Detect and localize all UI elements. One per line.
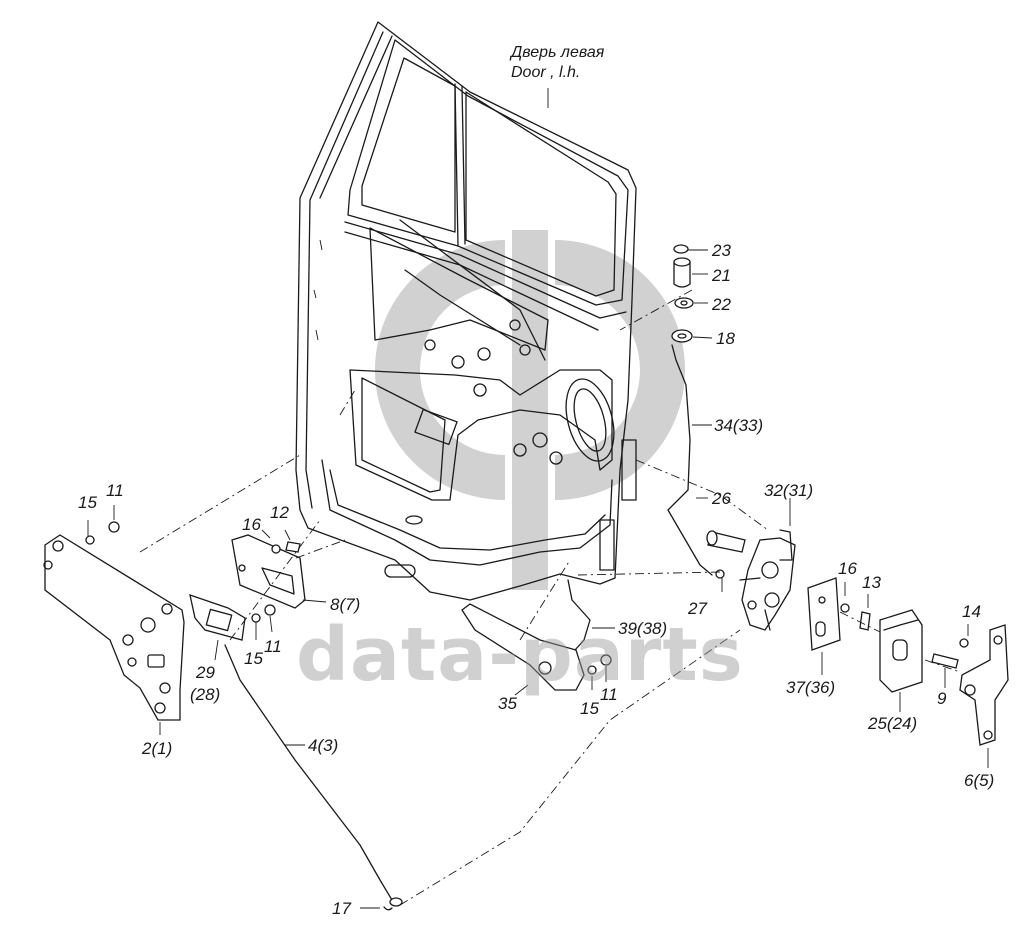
- washer-16: [840, 603, 850, 613]
- door-bottom-trim-2: [329, 469, 606, 551]
- lower-inner-panel: [349, 369, 613, 501]
- hole: [549, 451, 563, 465]
- hole: [424, 339, 436, 351]
- screw-11: [264, 604, 276, 616]
- screw-13: [859, 611, 871, 631]
- title-ru: Дверь левая: [511, 44, 605, 61]
- callout-9: 9: [937, 689, 947, 708]
- regulator-rail-2: [404, 269, 521, 346]
- callout-17: 17: [332, 899, 351, 918]
- rod-4: [224, 644, 393, 901]
- callout-18: 18: [716, 329, 735, 348]
- lower-slot: [384, 564, 416, 578]
- window-divider-2: [461, 85, 466, 245]
- callout-14: 14: [962, 602, 981, 621]
- callout-39: 39(38): [618, 619, 668, 638]
- reinforcement-panel: [43, 521, 185, 721]
- callout-23: 23: [712, 241, 731, 260]
- callout-2: 2(1): [142, 739, 173, 758]
- door-edge-line: [305, 31, 384, 509]
- upper-opening: [369, 227, 549, 351]
- callout-15-mid: 15: [244, 649, 263, 668]
- inside-lever: [189, 594, 276, 641]
- window-rail: [344, 221, 627, 319]
- washer-15: [85, 535, 95, 545]
- washer-15: [587, 665, 597, 675]
- assembly-lines: [139, 289, 961, 906]
- callout-26: 26: [712, 489, 731, 508]
- callout-11-mid: 11: [264, 637, 282, 656]
- watermark-logo: [374, 230, 686, 590]
- callout-4: 4(3): [308, 736, 339, 755]
- frame-marks: [313, 239, 323, 341]
- window-divider: [454, 83, 459, 247]
- washer-15: [251, 613, 261, 623]
- callout-8: 8(7): [330, 595, 361, 614]
- hinge-bracket: [959, 624, 1009, 746]
- hole: [532, 432, 548, 448]
- hole: [405, 515, 423, 525]
- callout-34: 34(33): [714, 416, 764, 435]
- oval-opening: [565, 378, 615, 462]
- door-lock-pocket: [414, 408, 458, 446]
- washer-14: [959, 638, 969, 648]
- bolt-9: [931, 653, 959, 669]
- regulator-bolt: [519, 344, 531, 356]
- clip-17: [383, 906, 393, 911]
- callout-11-left: 11: [106, 481, 124, 500]
- callout-25: 25(24): [868, 714, 918, 733]
- callout-11-right: 11: [600, 685, 618, 704]
- washer-16: [271, 544, 281, 554]
- callout-35: 35: [498, 694, 517, 713]
- rod-39: [567, 579, 591, 651]
- callout-16-right: 16: [838, 559, 857, 578]
- watermark-text: data-parts: [296, 612, 744, 698]
- callout-27: 27: [688, 599, 707, 618]
- callout-15-right: 15: [580, 699, 599, 718]
- callout-13: 13: [862, 573, 881, 592]
- window-frame-outer: [347, 39, 629, 306]
- regulator-bolt: [509, 319, 521, 331]
- oval-opening-inner: [573, 388, 607, 452]
- title-en: Door , l.h.: [511, 64, 581, 81]
- door-outline: [295, 21, 637, 601]
- outer-handle: [461, 603, 612, 691]
- nut-11: [108, 521, 120, 533]
- vent-glass: [361, 57, 456, 233]
- hinge-pin-lower: [599, 519, 615, 571]
- callout-28: (28): [190, 685, 221, 704]
- gasket-plate: [807, 577, 850, 651]
- hole: [477, 347, 491, 361]
- callout-22: 22: [712, 295, 731, 314]
- lock-mechanism: [706, 529, 796, 631]
- hole: [513, 443, 527, 457]
- hole: [451, 355, 465, 369]
- callout-29: 29: [196, 663, 215, 682]
- callout-15-left: 15: [78, 493, 97, 512]
- callout-6: 6(5): [964, 771, 995, 790]
- door-edge-line-2: [319, 35, 393, 199]
- main-glass: [465, 91, 617, 297]
- hinge-pin: [621, 439, 637, 501]
- striker-plate: [879, 609, 923, 693]
- hole: [473, 383, 487, 397]
- rod-34: [667, 344, 713, 576]
- bushing-stack: [671, 244, 694, 343]
- leader-lines: [87, 88, 989, 909]
- callout-32: 32(31): [764, 481, 814, 500]
- callout-21: 21: [712, 266, 731, 285]
- inner-handle: [231, 534, 306, 609]
- screw-11: [600, 654, 612, 666]
- regulator-rail: [399, 219, 546, 361]
- callout-16-left: 16: [242, 515, 261, 534]
- screw-12: [285, 541, 301, 553]
- door-assembly: [295, 21, 637, 601]
- callout-37: 37(36): [786, 678, 836, 697]
- rod-end: [389, 897, 403, 907]
- callout-12: 12: [270, 503, 289, 522]
